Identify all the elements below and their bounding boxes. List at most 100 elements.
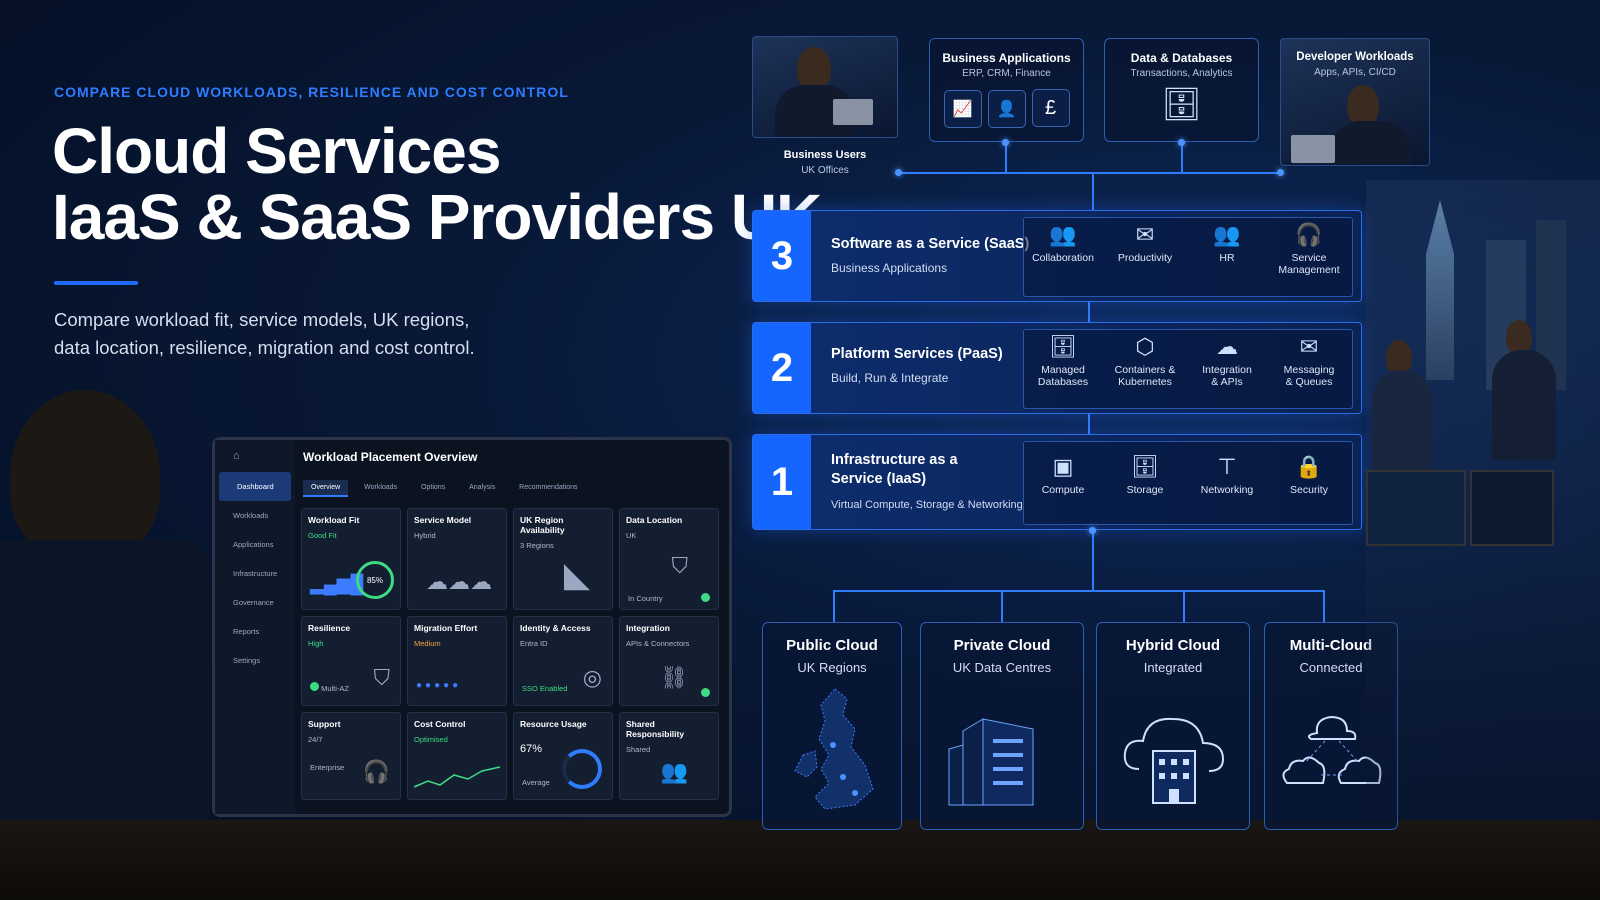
office-scene xyxy=(1366,180,1600,820)
shield-lock-icon: ⛉ xyxy=(671,553,688,578)
caption-title: Business Users xyxy=(783,149,867,161)
home-icon[interactable]: ⌂ xyxy=(233,450,240,462)
service-containers[interactable]: ⬡Containers &Kubernetes xyxy=(1106,330,1184,406)
team-icon: 👥 xyxy=(660,759,688,784)
developer-sub: Apps, APIs, CI/CD xyxy=(1314,67,1396,78)
tile-title: Shared Responsibility xyxy=(626,719,685,739)
check-icon xyxy=(701,593,710,602)
nav-reports[interactable]: Reports xyxy=(233,627,260,636)
card-sub: UK Data Centres xyxy=(952,660,1052,675)
database-icon: 🗄 xyxy=(1161,86,1202,122)
service-compute[interactable]: ▣Compute xyxy=(1024,450,1102,526)
tab-workloads[interactable]: Workloads xyxy=(364,484,398,491)
pound-icon: £ xyxy=(1031,89,1070,127)
developer-title: Developer Workloads xyxy=(1296,51,1414,63)
tile-identity-access[interactable]: Identity & Access Entra ID SSO Enabled ◎ xyxy=(513,616,613,706)
service-messaging[interactable]: ✉Messaging& Queues xyxy=(1270,330,1348,406)
lock-icon: 🔒 xyxy=(1295,454,1323,479)
desk-surface xyxy=(0,820,1600,900)
tab-recommendations[interactable]: Recommendations xyxy=(519,484,578,491)
service-networking[interactable]: ⊤Networking xyxy=(1188,450,1266,526)
tab-analysis[interactable]: Analysis xyxy=(469,484,496,491)
dashboard-title: Workload Placement Overview xyxy=(303,450,478,464)
bar-chart-icon: ▂▄▆█ xyxy=(310,574,364,594)
tile-title: Service Model xyxy=(414,515,472,525)
layer-services: ▣Compute 🗄Storage ⊤Networking 🔒Security xyxy=(1023,441,1353,525)
check-icon xyxy=(310,682,319,691)
card-title: Private Cloud xyxy=(953,637,1051,654)
card-title: Multi-Cloud xyxy=(1289,637,1373,654)
tile-integration[interactable]: Integration APIs & Connectors ⛓ xyxy=(619,616,719,706)
nav-infrastructure[interactable]: Infrastructure xyxy=(233,569,278,578)
trend-line-icon xyxy=(414,766,501,788)
gauge-ring: 85% xyxy=(356,561,394,599)
card-public-cloud[interactable]: Public Cloud UK Regions xyxy=(762,622,902,830)
layer-saas[interactable]: 3 Software as a Service (SaaS) Business … xyxy=(752,210,1362,302)
service-hr[interactable]: 👥HR xyxy=(1188,218,1266,294)
tile-title: Integration xyxy=(626,623,670,633)
uk-map-icon: ◣ xyxy=(563,556,590,594)
nav-governance[interactable]: Governance xyxy=(233,598,274,607)
tile-resource-usage[interactable]: Resource Usage 67% Average xyxy=(513,712,613,800)
tile-value: Good Fit xyxy=(308,531,337,540)
tile-value: 67% xyxy=(520,743,543,755)
dashboard-sidebar: ⌂ Dashboard Workloads Applications Infra… xyxy=(215,440,295,814)
dashboard-tabs: Overview Workloads Options Analysis Reco… xyxy=(303,480,592,497)
data-centre-icon xyxy=(948,718,1034,806)
tile-title: Cost Control xyxy=(414,719,466,729)
tile-value: 3 Regions xyxy=(520,541,554,550)
tile-extra: Average xyxy=(522,778,550,787)
nav-applications[interactable]: Applications xyxy=(233,540,274,549)
mail-icon: ✉ xyxy=(1299,334,1319,359)
tile-extra: Multi-AZ xyxy=(310,682,349,693)
tile-extra: Enterprise xyxy=(310,763,345,772)
tile-migration-effort[interactable]: Migration Effort Medium ●●●●● xyxy=(407,616,507,706)
card-title: Hybrid Cloud xyxy=(1125,637,1221,654)
tile-title: Workload Fit xyxy=(308,515,360,525)
developer-photo: Developer Workloads Apps, APIs, CI/CD xyxy=(1280,38,1430,166)
service-integration[interactable]: ☁Integration& APIs xyxy=(1188,330,1266,406)
card-title: Data & Databases xyxy=(1130,51,1233,65)
nav-dashboard[interactable]: Dashboard xyxy=(219,472,291,501)
user-icon: 👤 xyxy=(987,89,1026,128)
tile-uk-region[interactable]: UK Region Availability 3 Regions ◣ xyxy=(513,508,613,610)
tile-value: Optimised xyxy=(414,735,448,744)
tab-options[interactable]: Options xyxy=(421,484,446,491)
connector xyxy=(1001,590,1003,622)
card-data-databases[interactable]: Data & Databases Transactions, Analytics… xyxy=(1104,38,1259,142)
connector-dot xyxy=(895,169,902,176)
card-private-cloud[interactable]: Private Cloud UK Data Centres xyxy=(920,622,1084,830)
tile-data-location[interactable]: Data Location UK ⛉ In Country xyxy=(619,508,719,610)
layer-paas[interactable]: 2 Platform Services (PaaS) Build, Run & … xyxy=(752,322,1362,414)
connector xyxy=(1092,530,1094,590)
tab-overview[interactable]: Overview xyxy=(303,480,349,497)
layer-number: 1 xyxy=(753,435,811,529)
title-underline xyxy=(54,281,138,285)
card-multi-cloud[interactable]: Multi-Cloud Connected xyxy=(1264,622,1398,830)
tile-support[interactable]: Support 24/7 Enterprise 🎧 xyxy=(301,712,401,800)
shield-icon: ⛉ xyxy=(373,665,390,690)
service-productivity[interactable]: ✉Productivity xyxy=(1106,218,1184,294)
tile-value: APIs & Connectors xyxy=(626,639,690,648)
tile-resilience[interactable]: Resilience High Multi-AZ ⛉ xyxy=(301,616,401,706)
check-icon xyxy=(701,688,710,697)
tile-cost-control[interactable]: Cost Control Optimised xyxy=(407,712,507,800)
card-business-applications[interactable]: Business Applications ERP, CRM, Finance … xyxy=(929,38,1084,142)
eyebrow-text: COMPARE CLOUD WORKLOADS, RESILIENCE AND … xyxy=(54,84,569,100)
nav-settings[interactable]: Settings xyxy=(233,656,261,665)
nav-workloads[interactable]: Workloads xyxy=(233,511,269,520)
subtitle-line-2: data location, resilience, migration and… xyxy=(54,337,475,358)
tile-workload-fit[interactable]: Workload Fit Good Fit ▂▄▆█ 85% xyxy=(301,508,401,610)
clouds-icon: ☁☁☁ xyxy=(426,569,492,594)
service-collaboration[interactable]: 👥Collaboration xyxy=(1024,218,1102,294)
tile-service-model[interactable]: Service Model Hybrid ☁☁☁ xyxy=(407,508,507,610)
service-security[interactable]: 🔒Security xyxy=(1270,450,1348,526)
card-hybrid-cloud[interactable]: Hybrid Cloud Integrated xyxy=(1096,622,1250,830)
service-storage[interactable]: 🗄Storage xyxy=(1106,450,1184,526)
tile-shared-responsibility[interactable]: Shared Responsibility Shared 👥 xyxy=(619,712,719,800)
database-icon: 🗄 xyxy=(1049,334,1077,359)
